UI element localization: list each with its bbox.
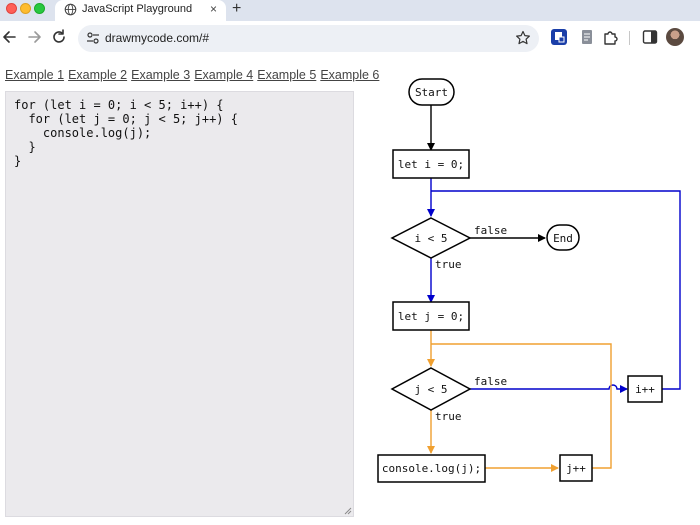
- edge-inc-i-loop-back: [431, 190, 681, 390]
- browser-toolbar: drawmycode.com/#: [0, 21, 700, 55]
- globe-icon: [64, 3, 77, 16]
- node-init-i: [392, 149, 470, 179]
- document-extension-icon[interactable]: [578, 28, 596, 46]
- node-inc-i: [627, 375, 663, 403]
- resize-handle-icon[interactable]: [344, 507, 352, 515]
- node-cond-j-label: j < 5: [414, 383, 447, 396]
- node-init-j: [392, 301, 470, 331]
- edge-label-true-inner: true: [435, 410, 462, 423]
- address-bar[interactable]: drawmycode.com/#: [78, 25, 539, 52]
- example-2-link[interactable]: Example 2: [68, 68, 128, 82]
- node-body-label: console.log(j);: [382, 462, 481, 475]
- tab-bar: JavaScript Playground × +: [0, 0, 700, 21]
- node-cond-i-label: i < 5: [414, 232, 447, 245]
- maximize-window-button[interactable]: [34, 3, 45, 14]
- profile-avatar[interactable]: [666, 28, 684, 46]
- example-4-link[interactable]: Example 4: [194, 68, 254, 82]
- forward-arrow-icon[interactable]: [24, 27, 44, 47]
- tab-close-icon[interactable]: ×: [209, 2, 217, 16]
- edge-label-true-outer: true: [435, 258, 462, 271]
- bookmark-star-icon[interactable]: [515, 30, 531, 46]
- site-settings-icon[interactable]: [86, 31, 100, 45]
- node-init-i-label: let i = 0;: [398, 158, 464, 171]
- edge-cond-j-false-to-inc-i: [470, 384, 628, 393]
- minimize-window-button[interactable]: [20, 3, 31, 14]
- node-inc-j: [559, 454, 593, 482]
- node-inc-i-label: i++: [635, 383, 655, 396]
- close-window-button[interactable]: [6, 3, 17, 14]
- example-5-link[interactable]: Example 5: [257, 68, 317, 82]
- node-end: [546, 224, 580, 251]
- example-3-link[interactable]: Example 3: [131, 68, 191, 82]
- node-inc-j-label: j++: [566, 462, 586, 475]
- edge-label-false-outer: false: [474, 224, 507, 237]
- extension-icon[interactable]: [550, 28, 568, 46]
- toolbar-divider: [629, 31, 630, 45]
- node-cond-j: [390, 367, 472, 411]
- node-start: [408, 78, 455, 106]
- side-panel-icon[interactable]: [641, 28, 659, 46]
- flowchart: Start let i = 0; i < 5 End let j = 0; j …: [377, 78, 681, 483]
- reload-icon[interactable]: [49, 27, 69, 47]
- url-text[interactable]: drawmycode.com/#: [105, 31, 210, 45]
- tab-title: JavaScript Playground: [82, 3, 193, 15]
- node-init-j-label: let j = 0;: [398, 310, 464, 323]
- code-editor[interactable]: for (let i = 0; i < 5; i++) { for (let j…: [5, 91, 354, 517]
- edge-label-false-inner: false: [474, 375, 507, 388]
- node-cond-i: [390, 217, 472, 259]
- browser-tab[interactable]: JavaScript Playground ×: [55, 0, 226, 21]
- back-arrow-icon[interactable]: [0, 27, 20, 47]
- example-1-link[interactable]: Example 1: [5, 68, 65, 82]
- node-body: [377, 454, 486, 483]
- code-text[interactable]: for (let i = 0; i < 5; i++) { for (let j…: [14, 98, 238, 168]
- extensions-puzzle-icon[interactable]: [602, 28, 620, 46]
- new-tab-button[interactable]: +: [232, 0, 242, 17]
- node-start-label: Start: [415, 86, 448, 99]
- example-6-link[interactable]: Example 6: [320, 68, 380, 82]
- node-end-label: End: [553, 232, 573, 245]
- edge-inc-j-loop-back: [431, 343, 612, 469]
